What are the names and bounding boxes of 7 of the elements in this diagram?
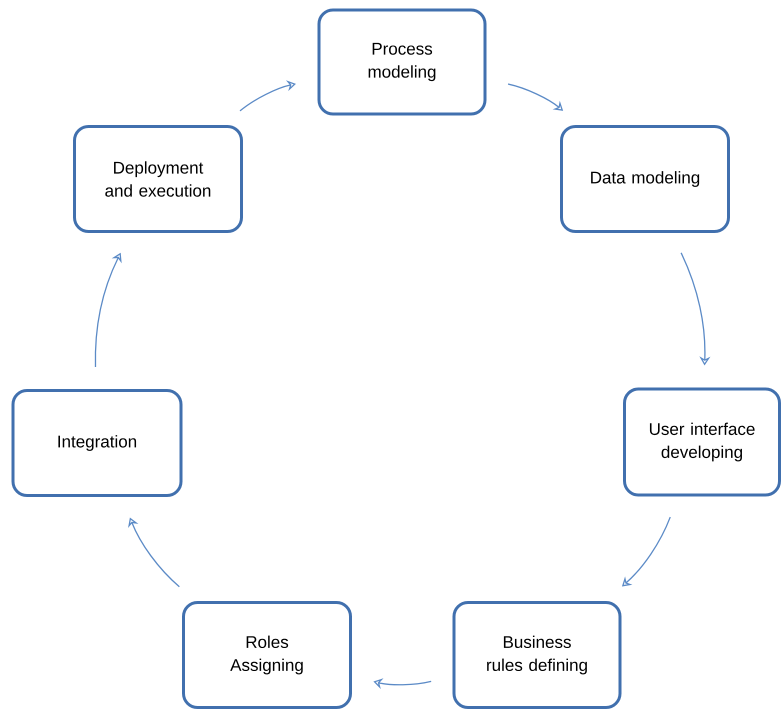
process-box: Business rules defining [452, 601, 622, 709]
process-box: Roles Assigning [182, 601, 352, 709]
process-box: User interface developing [623, 388, 781, 496]
process-box: Integration [12, 389, 182, 497]
process-box: Deployment and execution [73, 125, 243, 233]
process-box: Data modeling [560, 125, 730, 233]
process-box: Process modeling [318, 8, 486, 116]
